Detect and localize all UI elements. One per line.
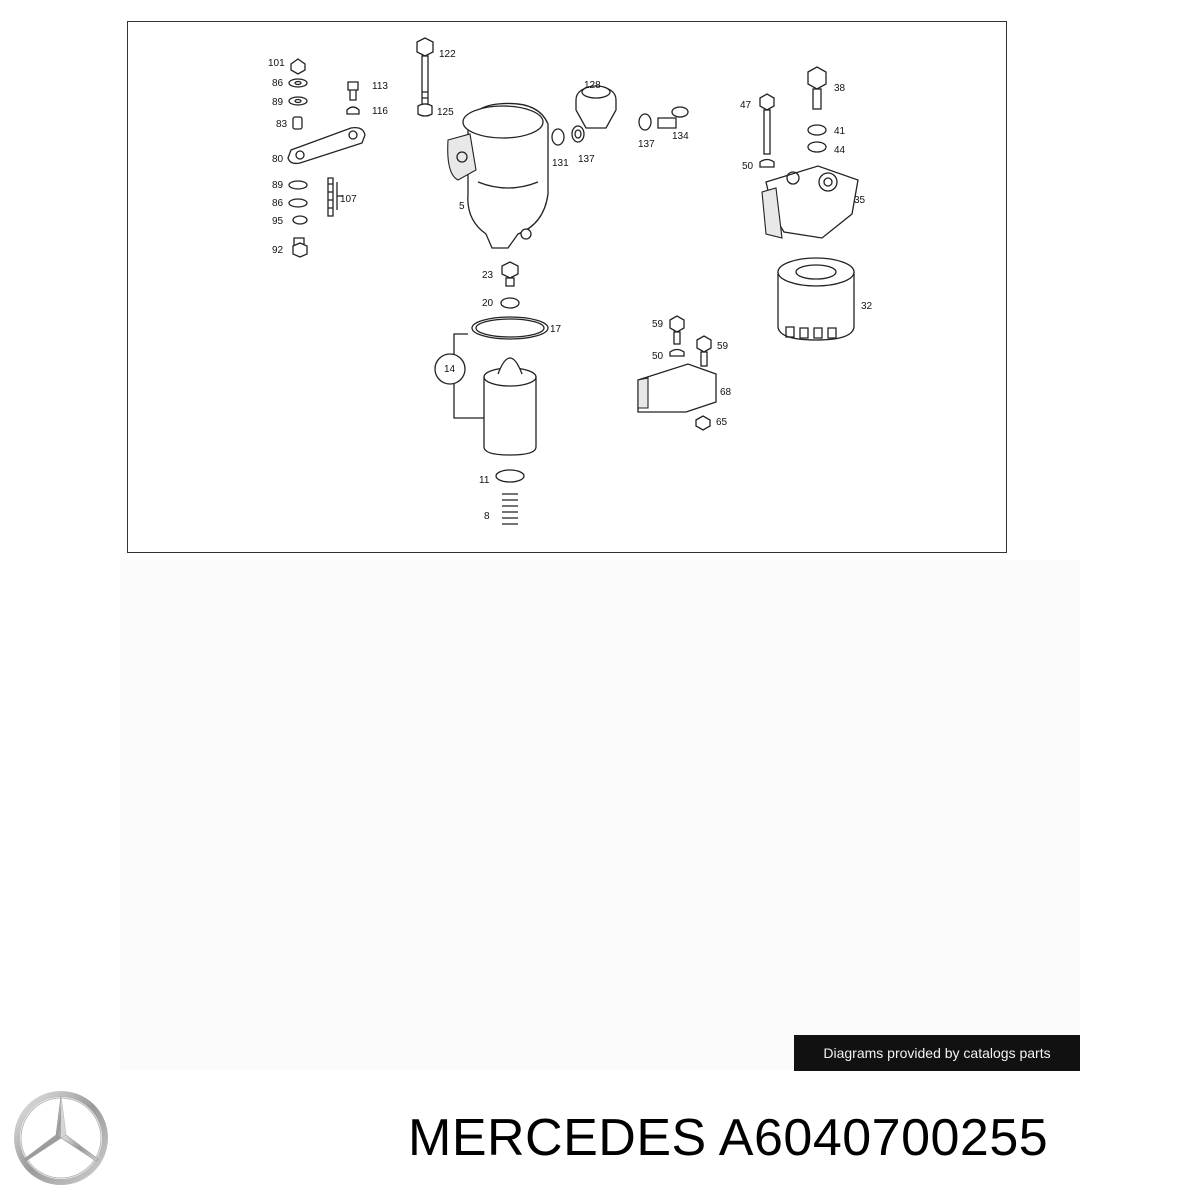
callout: 125	[437, 107, 454, 118]
part-number: A6040700255	[718, 1109, 1049, 1167]
callout: 89	[272, 97, 284, 108]
callout: 131	[552, 158, 569, 169]
long-bolt-group	[416, 37, 434, 117]
bracket-hardware-group	[287, 58, 366, 258]
callout: 134	[672, 131, 689, 142]
callout: 95	[272, 216, 284, 227]
product-title: MERCEDES A6040700255	[408, 1108, 1048, 1168]
callout: 38	[834, 83, 846, 94]
spin-on-filter	[777, 257, 855, 341]
callout: 92	[272, 245, 284, 256]
callout-labels: 101 86 89 83 80 89 86 95 92 113 116 107 …	[268, 49, 873, 522]
callout: 113	[372, 81, 388, 92]
callout: 5	[459, 201, 465, 212]
filter-element-group	[434, 261, 549, 525]
callout: 65	[716, 417, 728, 428]
callout: 83	[276, 119, 288, 130]
callout: 116	[372, 106, 388, 117]
callout: 23	[482, 270, 494, 281]
mounting-flange-group	[759, 66, 859, 239]
callout: 47	[740, 100, 752, 111]
pressure-valve	[551, 85, 689, 146]
parts-diagram: 101 86 89 83 80 89 86 95 92 113 116 107 …	[127, 21, 1007, 553]
callout: 8	[484, 511, 490, 522]
callout: 101	[268, 58, 285, 69]
background-panel	[120, 560, 1080, 1070]
callout: 128	[584, 80, 601, 91]
callout: 122	[439, 49, 456, 60]
callout: 11	[479, 475, 490, 486]
callout: 50	[742, 161, 754, 172]
callout: 137	[578, 154, 595, 165]
callout: 89	[272, 180, 284, 191]
callout: 32	[861, 301, 873, 312]
callout: 86	[272, 78, 284, 89]
brand-name: MERCEDES	[408, 1109, 707, 1167]
callout: 20	[482, 298, 494, 309]
callout: 14	[444, 364, 456, 375]
filter-housing	[447, 102, 549, 249]
diagram-credit: Diagrams provided by catalogs parts	[794, 1035, 1080, 1071]
callout: 137	[638, 139, 655, 150]
callout: 68	[720, 387, 732, 398]
exploded-view-drawing: 101 86 89 83 80 89 86 95 92 113 116 107 …	[268, 37, 873, 525]
callout: 44	[834, 145, 846, 156]
support-bracket-group	[637, 315, 717, 431]
mercedes-star-icon	[14, 1091, 108, 1185]
callout: 50	[652, 351, 664, 362]
callout: 107	[340, 194, 357, 205]
callout: 41	[834, 126, 846, 137]
callout: 59	[652, 319, 664, 330]
callout: 86	[272, 198, 284, 209]
callout: 59	[717, 341, 729, 352]
callout: 17	[550, 324, 562, 335]
callout: 35	[854, 195, 866, 206]
callout: 80	[272, 154, 284, 165]
